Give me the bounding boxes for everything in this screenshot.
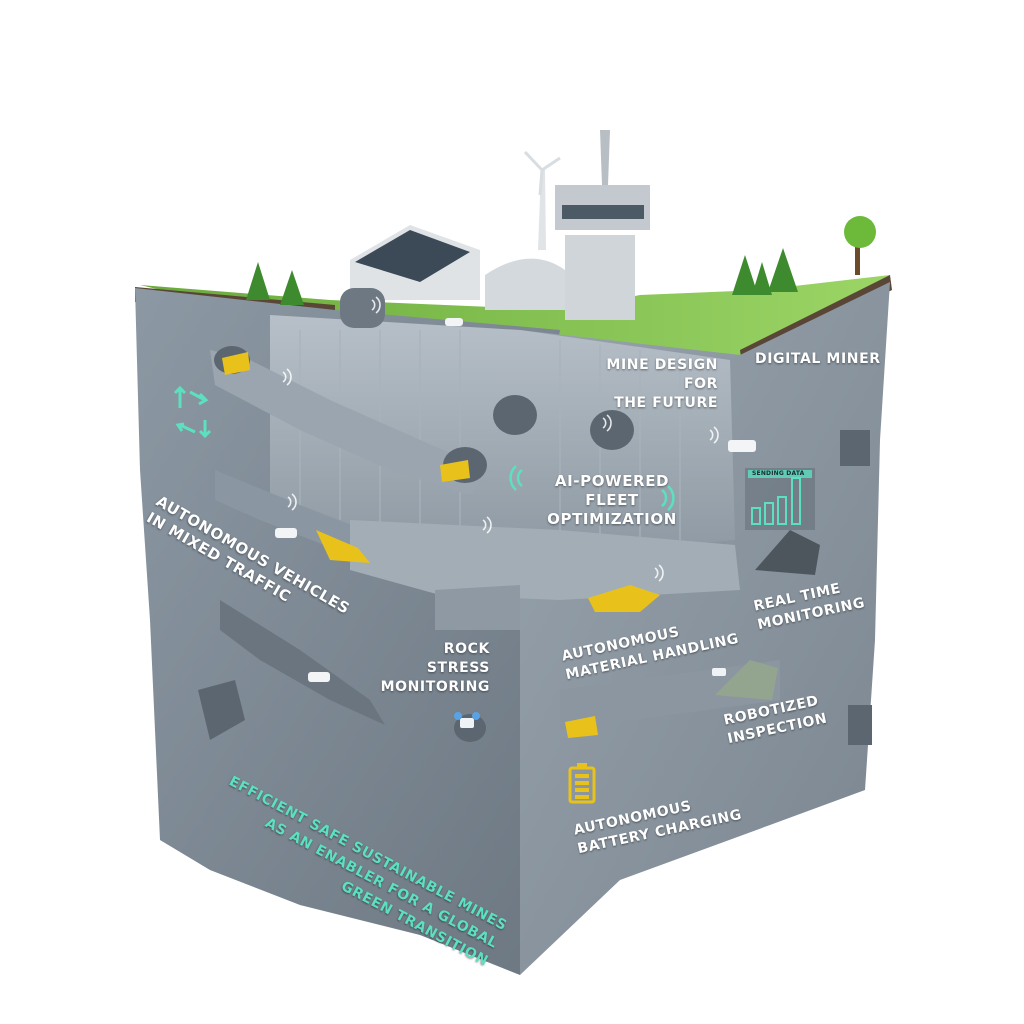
signal-tower-icon [600, 130, 610, 185]
grass-surface [140, 275, 890, 360]
control-tower [565, 235, 635, 320]
ore-pile-lower [715, 660, 778, 700]
arched-hall [485, 258, 565, 310]
label-sending-data: SENDING DATA [752, 470, 805, 477]
battery-icon [568, 763, 596, 804]
surface-buildings [340, 130, 650, 328]
shaft-streaks [299, 330, 681, 545]
deciduous-tree [844, 216, 876, 275]
entrance-portal [340, 288, 385, 328]
label-mine-design: MINE DESIGN FOR THE FUTURE [606, 357, 718, 411]
lower-tunnel [220, 600, 385, 725]
wifi-icon [282, 296, 719, 582]
bar-chart-icon [751, 477, 801, 525]
tower-windows [562, 205, 644, 219]
ai-signal-brackets [509, 465, 675, 511]
pine-tree-icon [246, 248, 798, 305]
label-rock-stress: ROCK STRESS MONITORING [380, 641, 490, 695]
label-digital-miner: DIGITAL MINER [755, 351, 881, 367]
solar-panel-icon [355, 230, 470, 282]
ore-pile [755, 530, 820, 575]
descending-ramp [210, 350, 490, 495]
mining-truck-icon [222, 352, 660, 738]
service-cars [275, 318, 756, 682]
middle-platform [350, 520, 740, 600]
mine-shaft-wall [270, 315, 735, 560]
stepped-block [435, 585, 520, 630]
label-ai-fleet: AI-POWERED FLEET OPTIMIZATION [547, 472, 677, 528]
data-screen [745, 468, 815, 530]
refresh-arrows-icon [173, 385, 212, 439]
drone-icon [454, 668, 726, 728]
wind-turbine-icon [538, 170, 546, 250]
lower-ledge-right [560, 660, 780, 730]
